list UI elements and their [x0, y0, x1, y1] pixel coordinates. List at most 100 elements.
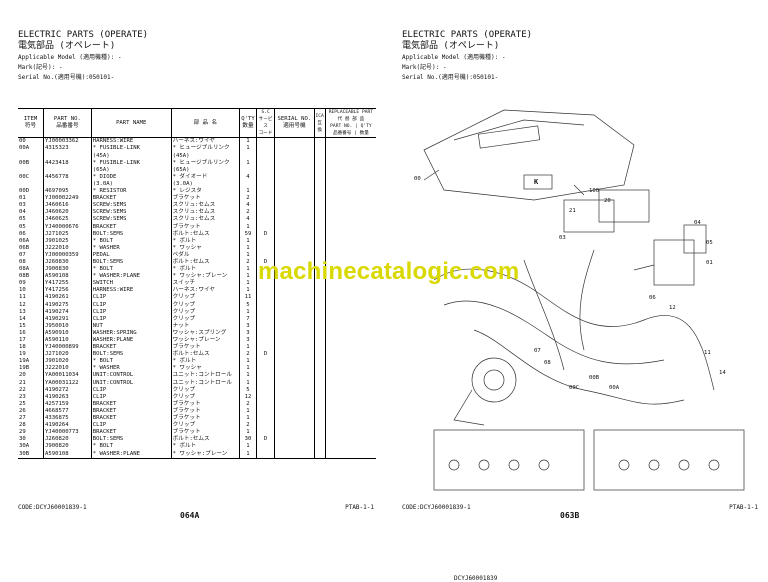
cell-sc — [255, 251, 275, 259]
cell-part-name: WASHER:PLANE — [90, 337, 172, 345]
cell-part-name: * BOLT — [90, 266, 172, 274]
cell-jp-name: スイッチ — [170, 280, 240, 288]
cell-serial — [274, 180, 314, 189]
cell-part-no: 4423418 — [42, 159, 92, 167]
cell-jp-name: ユニット:コントロール — [170, 379, 240, 387]
cell-part-no: J460625 — [42, 216, 92, 224]
cell-sc — [255, 180, 275, 189]
cell-replaceable — [324, 429, 376, 437]
cell-sc — [255, 344, 275, 352]
cell-part-no: YJ00000359 — [42, 251, 92, 259]
cell-item: 09 — [19, 280, 26, 287]
cell-part-name: BRACKET — [90, 429, 172, 437]
col-item-label: ITEM 符号 — [23, 116, 38, 130]
callout-04: 04 — [694, 220, 701, 226]
cell-qty: 1 — [239, 145, 257, 153]
cell-serial — [274, 173, 314, 181]
cell-item: 01 — [19, 195, 26, 202]
cell-replaceable — [324, 422, 376, 430]
cell-serial — [274, 287, 314, 295]
cell-sc — [255, 244, 275, 252]
cell-part-name: CLIP — [90, 386, 172, 394]
cell-qty: 1 — [239, 365, 257, 373]
col-ica: ICA 互 換 — [313, 107, 326, 139]
cell-part-name: BRACKET — [90, 223, 172, 231]
callout-00B: 00B — [589, 375, 600, 381]
cell-item: 19A — [19, 358, 30, 365]
table-row: (3.0A)(3.0A) — [18, 180, 376, 189]
cell-part-name: * BOLT — [90, 237, 172, 245]
cell-ica — [313, 344, 326, 352]
cell-part-name: CLIP — [90, 308, 172, 316]
cell-replaceable — [324, 209, 376, 217]
cell-ica — [313, 159, 326, 167]
cell-ica — [313, 372, 326, 380]
callout-11: 11 — [704, 350, 711, 356]
cell-part-name: SCREW:SEMS — [90, 216, 172, 224]
cell-sc — [255, 195, 275, 203]
cell-part-name: * WASHER — [90, 365, 172, 373]
cell-part-no: Y417256 — [42, 287, 92, 295]
cell-part-no: J260830 — [42, 258, 92, 267]
cell-sc — [255, 358, 275, 366]
cell-part-no: J900830 — [42, 266, 92, 274]
cell-item: 00C — [19, 173, 30, 180]
cell-jp-name: * ワッシャ — [170, 365, 240, 373]
cell-replaceable — [324, 251, 376, 259]
cell-ica — [313, 251, 326, 259]
diagram-page: ELECTRIC PARTS (OPERATE) 電気部品 (オペレート) Ap… — [384, 0, 768, 582]
cell-sc — [255, 188, 275, 196]
cell-qty: 1 — [239, 372, 257, 380]
applicable-model: Applicable Model (適用機種): - — [402, 54, 506, 61]
cell-replaceable — [324, 152, 376, 160]
cell-item: 10 — [19, 287, 26, 294]
cell-serial — [274, 137, 314, 146]
cell-replaceable — [324, 415, 376, 423]
cell-serial — [274, 358, 314, 366]
page-number: 063B — [560, 511, 580, 520]
cell-jp-name: * ワッシャ — [170, 244, 240, 252]
cell-sc: D — [255, 258, 275, 267]
cell-replaceable — [324, 287, 376, 295]
cell-qty: 1 — [239, 237, 257, 245]
cell-serial — [274, 315, 314, 323]
mark: Mark(記号): - — [402, 64, 447, 71]
cell-jp-name: * ボルト — [170, 358, 240, 366]
cell-part-no: 4190263 — [42, 393, 92, 401]
cell-ica — [313, 329, 326, 337]
cell-part-name: BOLT:SEMS — [90, 258, 172, 267]
cell-item: 19 — [19, 351, 26, 358]
cell-part-no: 4315323 — [42, 145, 92, 153]
cell-part-name: SCREW:SEMS — [90, 209, 172, 217]
cell-item: 17 — [19, 337, 26, 343]
cell-qty — [239, 180, 257, 189]
cell-sc — [255, 337, 275, 345]
callout-12: 12 — [669, 305, 676, 311]
cell-ica — [313, 266, 326, 274]
cell-jp-name: クリップ — [170, 315, 240, 323]
cell-jp-name: * ボルト — [170, 266, 240, 274]
cell-item: 30A — [19, 443, 30, 450]
cell-part-name: UNIT:CONTROL — [90, 379, 172, 387]
cell-replaceable — [324, 294, 376, 302]
cell-replaceable — [324, 344, 376, 352]
cell-part-name: (3.0A) — [90, 180, 172, 189]
cell-sc — [255, 443, 275, 451]
cell-sc — [255, 372, 275, 380]
cell-part-name: UNIT:CONTROL — [90, 372, 172, 380]
cell-qty: 5 — [239, 386, 257, 394]
cell-replaceable — [324, 280, 376, 288]
cell-sc — [255, 280, 275, 288]
cell-ica — [313, 379, 326, 387]
cell-jp-name: ボルト:セムス — [170, 230, 240, 238]
cell-replaceable — [324, 386, 376, 394]
